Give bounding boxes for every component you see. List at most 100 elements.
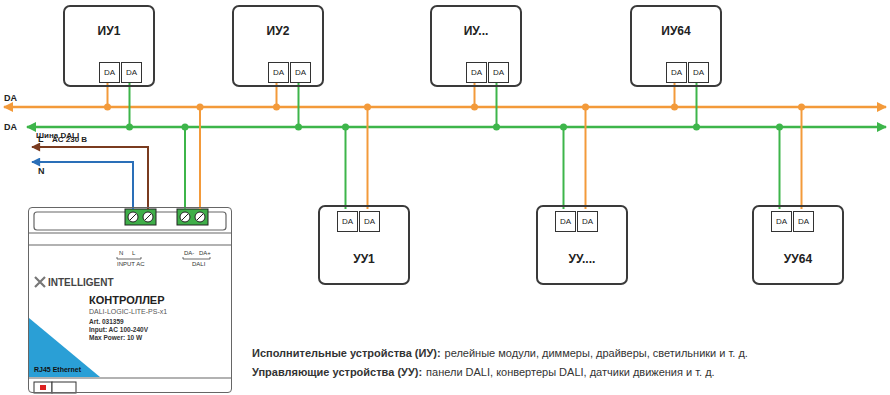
da-terminal: DA — [290, 62, 311, 83]
wire — [199, 107, 201, 209]
screw-slot — [182, 214, 188, 220]
junction-dot — [295, 124, 302, 131]
pin-label: DA — [671, 68, 682, 77]
signal-name: DA — [4, 122, 17, 132]
wire — [801, 107, 803, 209]
terminal-block — [177, 209, 208, 225]
da-terminal: DA — [666, 62, 687, 83]
terminal-block — [125, 209, 156, 225]
junction-dot — [671, 104, 678, 111]
junction-dot — [776, 124, 783, 131]
da-terminal: DA — [577, 211, 598, 232]
signal-name: N — [38, 166, 45, 176]
junction-dot — [104, 104, 111, 111]
junction-dot — [582, 104, 589, 111]
pin-label: DA — [126, 68, 137, 77]
da-terminal: DA — [466, 62, 487, 83]
pin-label: DA — [776, 217, 787, 226]
wire — [563, 127, 565, 209]
da-terminal: DA — [99, 62, 120, 83]
wires — [32, 81, 805, 209]
device-name: ИУ64 — [632, 7, 720, 38]
device-marking: DA+ — [199, 250, 211, 257]
screw-slot — [130, 214, 136, 220]
device-marking: КОНТРОЛЛЕР — [89, 294, 165, 306]
junction-dot — [126, 124, 133, 131]
device-name: УУ.... — [538, 207, 626, 266]
wire — [474, 81, 476, 107]
device-name: УУ64 — [754, 207, 842, 266]
screw-slot — [197, 214, 203, 220]
junction-dot — [273, 104, 280, 111]
device-name: ИУ2 — [234, 7, 322, 38]
wire — [107, 81, 109, 107]
da-terminal: DA — [771, 211, 792, 232]
pin-label: DA — [582, 217, 593, 226]
controller-housing: NLINPUT ACDA-DA+DALIINTELLIGENTКОНТРОЛЛЕ… — [28, 207, 232, 393]
pin-label: DA — [798, 217, 809, 226]
signal-name: DA — [4, 93, 17, 103]
pin-label: DA — [560, 217, 571, 226]
screw-slot — [145, 214, 151, 220]
junction-dot — [182, 124, 189, 131]
device-marking: Max Power: 10 W — [89, 334, 142, 341]
device-marking: DALI-LOGIC-LITE-PS-x1 — [89, 308, 167, 316]
terminal-bracket — [183, 257, 210, 259]
device-marking: DA- — [184, 250, 194, 257]
device-name: ИУ... — [432, 7, 520, 38]
wire — [129, 81, 131, 127]
wire — [779, 127, 781, 209]
legend-note: Управляющие устройства (УУ): — [252, 366, 422, 379]
wire — [496, 81, 498, 127]
pin-label: DA — [493, 68, 504, 77]
pin-label: DA — [295, 68, 306, 77]
da-terminal: DA — [793, 211, 814, 232]
da-terminal: DA — [555, 211, 576, 232]
pin-label: DA — [471, 68, 482, 77]
da-terminal: DA — [121, 62, 142, 83]
junction-dot — [364, 104, 371, 111]
junction-dot — [471, 104, 478, 111]
device-marking: INTELLIGENT — [48, 277, 114, 288]
logo-mark — [35, 277, 45, 287]
da-terminal: DA — [488, 62, 509, 83]
wire — [276, 81, 278, 107]
actuator-box: ИУ64DA DA — [630, 5, 722, 87]
dali-bus-line — [4, 106, 886, 109]
junction-dot — [342, 124, 349, 131]
wire — [32, 147, 148, 209]
da-terminal: DA — [688, 62, 709, 83]
terminal-screw — [195, 212, 205, 222]
actuator-box: ИУ2DADA — [232, 5, 324, 87]
housing-slot — [34, 212, 226, 230]
junction-dot — [798, 104, 805, 111]
actuator-box: ИУ1DADA — [63, 5, 155, 87]
terminal-screw — [128, 212, 138, 222]
wire — [674, 81, 676, 107]
device-marking: L — [132, 250, 135, 257]
wire — [696, 81, 698, 127]
terminal-screw — [143, 212, 153, 222]
pin-label: DA — [342, 217, 353, 226]
housing-line — [28, 377, 232, 378]
pin-label: DA — [364, 217, 375, 226]
signal-name: AC 230 В — [52, 135, 87, 144]
pin-label: DA — [693, 68, 704, 77]
signal-name: L — [38, 134, 44, 144]
wire — [184, 127, 186, 209]
junction-dot — [560, 124, 567, 131]
housing-line — [28, 244, 232, 245]
housing-line — [28, 232, 232, 233]
control-device-box: УУ....DA DA — [536, 205, 628, 285]
reset-button — [34, 382, 52, 393]
device-marking: RJ45 Ethernet — [34, 366, 81, 374]
port-cover — [52, 382, 76, 393]
device-marking: Art. 031359 — [89, 318, 124, 325]
control-device-box: УУ1DADA — [318, 205, 410, 285]
device-marking: INPUT AC — [117, 261, 145, 268]
da-terminal: DA — [359, 211, 380, 232]
wire — [298, 81, 300, 127]
device-marking: DALI — [192, 261, 205, 268]
da-terminal: DA — [337, 211, 358, 232]
wire — [585, 107, 587, 209]
